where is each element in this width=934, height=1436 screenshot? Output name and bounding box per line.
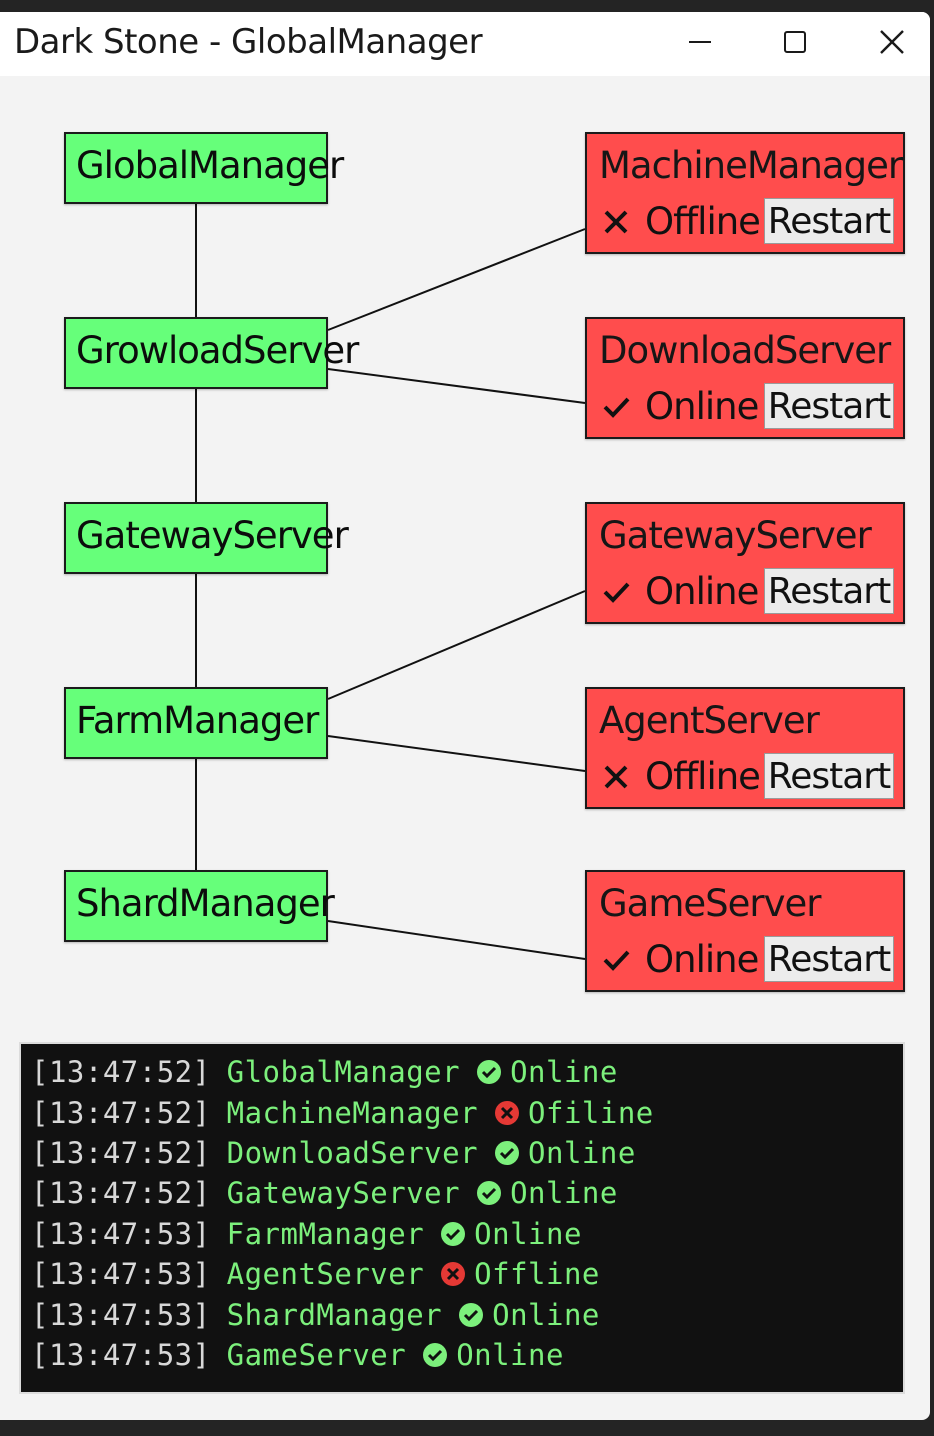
- log-line: [13:47:53] ShardManager Online: [31, 1294, 903, 1334]
- status-text: Online: [645, 385, 759, 428]
- connector-line: [327, 590, 586, 700]
- service-status: Online: [601, 938, 759, 981]
- log-status: Online: [474, 1216, 582, 1251]
- log-service-name: DownloadServer: [226, 1135, 479, 1170]
- node-shardmanager[interactable]: ShardManager: [64, 870, 335, 942]
- log-console[interactable]: [13:47:52] GlobalManager Online [13:47:5…: [19, 1042, 905, 1394]
- service-status: Offline: [601, 200, 761, 243]
- service-status: Online: [601, 570, 759, 613]
- log-line: [13:47:53] GameServer Online: [31, 1335, 903, 1375]
- node-growloadserver[interactable]: GrowloadServer: [64, 317, 359, 389]
- log-service-name: GatewayServer: [226, 1176, 461, 1211]
- cross-icon: [604, 210, 628, 233]
- node-gatewayserver[interactable]: GatewayServer: [64, 502, 349, 574]
- status-text: Online: [645, 938, 759, 981]
- log-service-name: GlobalManager: [226, 1055, 461, 1090]
- log-status: Online: [510, 1176, 618, 1211]
- status-text: Offline: [645, 200, 761, 243]
- node-label: GlobalManager: [76, 144, 344, 187]
- service-status: Offline: [601, 755, 761, 798]
- close-icon: [880, 30, 904, 54]
- check-circle-icon: [441, 1221, 466, 1246]
- restart-button[interactable]: Restart: [764, 568, 894, 614]
- x-circle-icon: [495, 1100, 520, 1125]
- log-line: [13:47:53] AgentServer Offline: [31, 1254, 903, 1294]
- log-line: [13:47:53] FarmManager Online: [31, 1214, 903, 1254]
- log-service-name: ShardManager: [226, 1297, 443, 1332]
- service-card-gatewayserver: GatewayServer Online Restart: [585, 502, 905, 624]
- check-circle-icon: [423, 1342, 448, 1367]
- log-timestamp: [13:47:52]: [31, 1055, 211, 1090]
- log-line: [13:47:52] GatewayServer Online: [31, 1173, 903, 1213]
- check-icon: [603, 582, 630, 603]
- minimize-button[interactable]: [670, 20, 730, 64]
- log-timestamp: [13:47:52]: [31, 1135, 211, 1170]
- connector-line: [327, 368, 586, 404]
- log-status: Online: [456, 1337, 564, 1372]
- restart-button[interactable]: Restart: [764, 383, 894, 429]
- service-card-agentserver: AgentServer Offline Restart: [585, 687, 905, 809]
- window-title: Dark Stone - GlobalManager: [14, 22, 483, 62]
- x-circle-icon: [441, 1262, 466, 1287]
- node-label: ShardManager: [76, 882, 335, 925]
- log-timestamp: [13:47:53]: [31, 1297, 211, 1332]
- log-service-name: FarmManager: [226, 1216, 425, 1251]
- cross-icon: [604, 765, 628, 788]
- service-card-machinemanager: MachineManager Offline Restart: [585, 132, 905, 254]
- title-bar[interactable]: Dark Stone - GlobalManager: [0, 12, 930, 76]
- log-status: Ofiline: [528, 1095, 654, 1130]
- maximize-button[interactable]: [765, 20, 825, 64]
- service-name: AgentServer: [599, 699, 820, 742]
- status-text: Offline: [645, 755, 761, 798]
- log-line: [13:47:52] DownloadServer Online: [31, 1133, 903, 1173]
- service-name: MachineManager: [599, 144, 903, 187]
- log-status: Online: [528, 1135, 636, 1170]
- log-timestamp: [13:47:53]: [31, 1257, 211, 1292]
- log-service-name: GameServer: [226, 1337, 407, 1372]
- maximize-icon: [784, 31, 806, 53]
- check-circle-icon: [495, 1140, 520, 1165]
- connector-line: [327, 920, 586, 960]
- service-card-gameserver: GameServer Online Restart: [585, 870, 905, 992]
- log-status: Online: [510, 1055, 618, 1090]
- restart-button[interactable]: Restart: [764, 198, 894, 244]
- service-card-downloadserver: DownloadServer Online Restart: [585, 317, 905, 439]
- minimize-icon: [689, 41, 711, 43]
- status-text: Online: [645, 570, 759, 613]
- check-circle-icon: [459, 1302, 484, 1327]
- app-window: Dark Stone - GlobalManager: [0, 12, 930, 1420]
- service-name: DownloadServer: [599, 329, 891, 372]
- restart-button[interactable]: Restart: [764, 753, 894, 799]
- check-circle-icon: [477, 1181, 502, 1206]
- service-status: Online: [601, 385, 759, 428]
- node-globalmanager[interactable]: GlobalManager: [64, 132, 344, 204]
- node-label: GatewayServer: [76, 514, 349, 557]
- log-status: Online: [492, 1297, 600, 1332]
- log-service-name: MachineManager: [226, 1095, 479, 1130]
- service-name: GameServer: [599, 882, 821, 925]
- connector-line: [327, 735, 586, 772]
- node-label: FarmManager: [76, 699, 319, 742]
- check-icon: [603, 397, 630, 418]
- log-timestamp: [13:47:52]: [31, 1176, 211, 1211]
- service-name: GatewayServer: [599, 514, 872, 557]
- restart-button[interactable]: Restart: [764, 936, 894, 982]
- log-timestamp: [13:47:52]: [31, 1095, 211, 1130]
- log-line: [13:47:52] GlobalManager Online: [31, 1052, 903, 1092]
- log-service-name: AgentServer: [226, 1257, 425, 1292]
- connector-line: [327, 228, 586, 331]
- node-farmmanager[interactable]: FarmManager: [64, 687, 328, 759]
- log-timestamp: [13:47:53]: [31, 1337, 211, 1372]
- connection-lines: [195, 204, 586, 960]
- log-timestamp: [13:47:53]: [31, 1216, 211, 1251]
- log-line: [13:47:52] MachineManager Ofiline: [31, 1092, 903, 1132]
- topology-canvas: GlobalManager GrowloadServer GatewayServ…: [0, 76, 930, 1036]
- check-circle-icon: [477, 1060, 502, 1085]
- node-label: GrowloadServer: [76, 329, 359, 372]
- check-icon: [603, 950, 630, 971]
- log-status: Offline: [474, 1257, 600, 1292]
- close-button[interactable]: [862, 20, 922, 64]
